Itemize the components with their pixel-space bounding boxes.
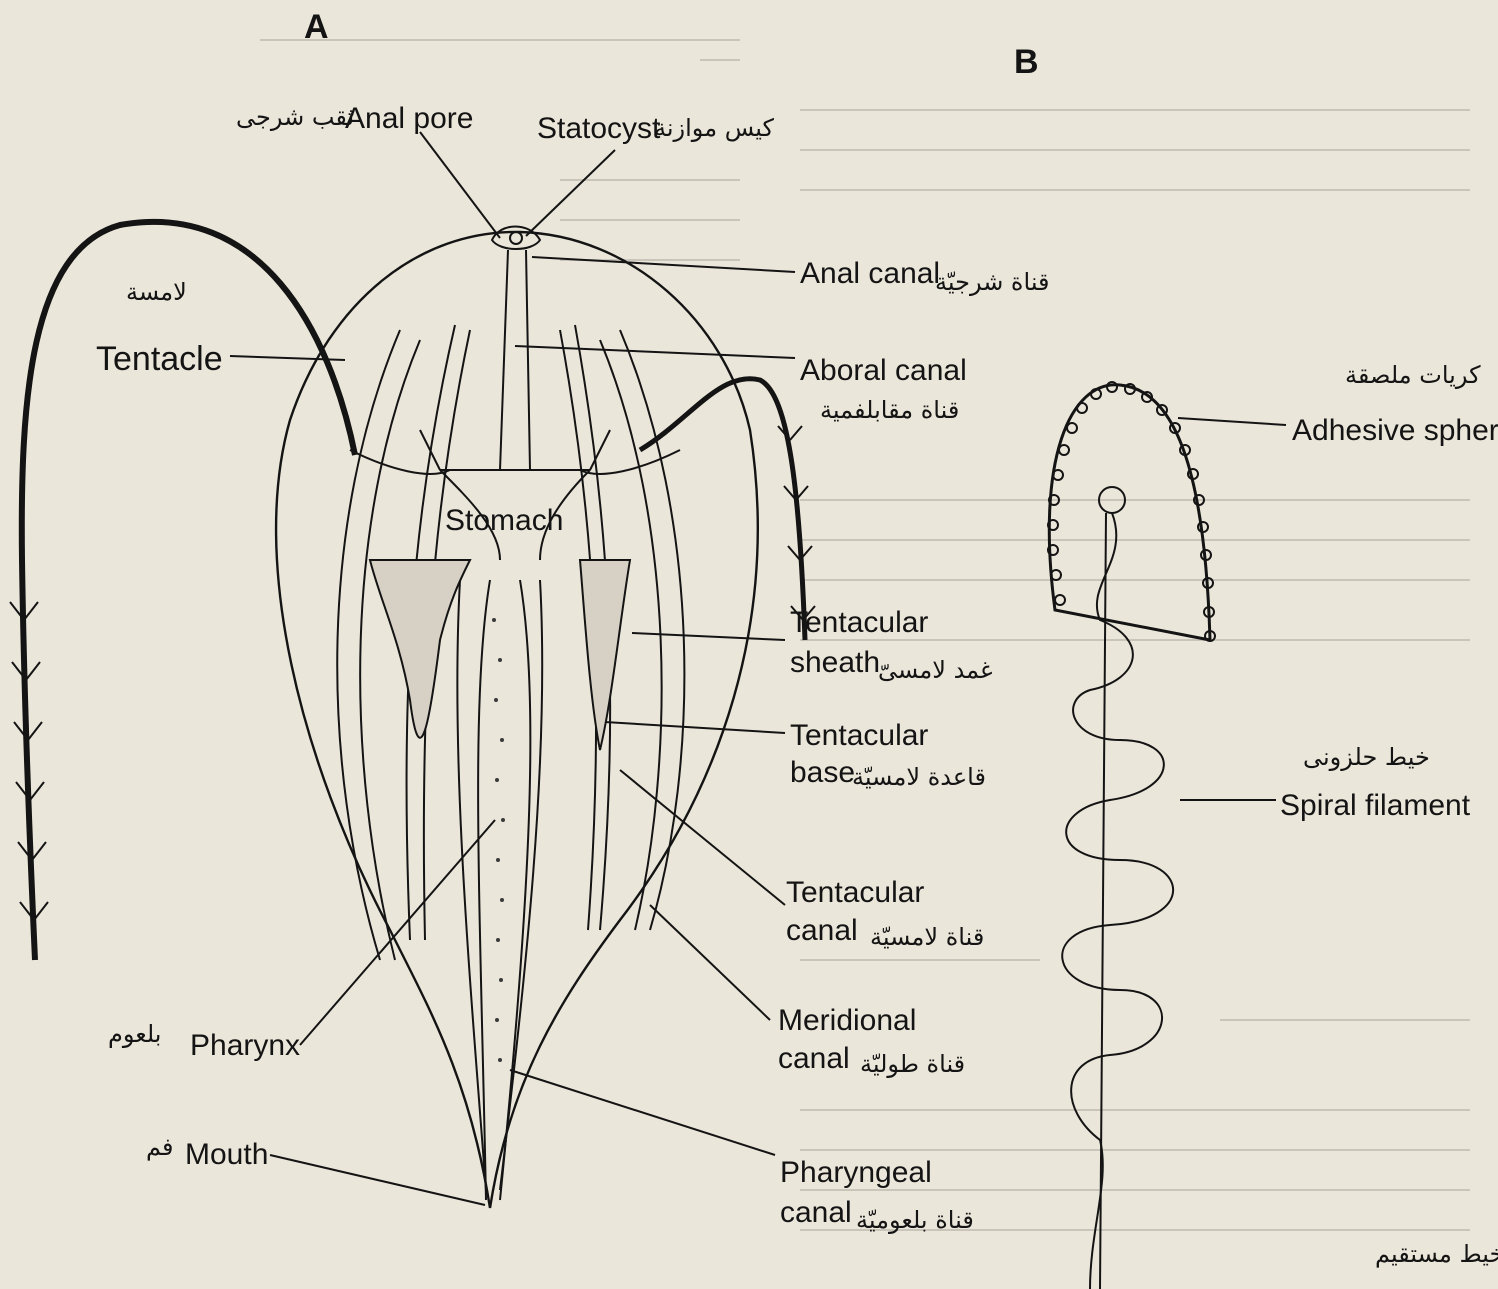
label-spiral-arabic: خيط حلزونى (1303, 743, 1430, 771)
label-tentacular-base-1: Tentacular (790, 719, 928, 752)
label-pharyngeal-canal-1: Pharyngeal (780, 1156, 932, 1189)
label-tentacular-sheath-2: sheath (790, 646, 880, 679)
label-tentacular-base-arabic: قاعدة لامسيّة (852, 763, 986, 791)
label-meridional-canal-arabic: قناة طوليّة (860, 1050, 965, 1078)
label-adhesive: Adhesive spher (1292, 414, 1498, 447)
label-mouth-arabic: فم (146, 1133, 173, 1161)
label-anal-canal-arabic: قناة شرجيّة (935, 268, 1050, 296)
label-spiral: Spiral filament (1280, 789, 1471, 822)
label-pharyngeal-canal-arabic: قناة بلعوميّة (856, 1206, 974, 1234)
label-anal-pore: Anal pore (345, 102, 473, 135)
label-tentacular-canal-arabic: قناة لامسيّة (870, 923, 984, 951)
label-pharynx-arabic: بلعوم (108, 1020, 161, 1048)
panel-label-a: A (304, 8, 329, 46)
label-tentacular-canal-1: Tentacular (786, 876, 924, 909)
label-pharyngeal-canal-2: canal (780, 1196, 852, 1229)
label-stomach: Stomach (445, 504, 563, 537)
label-aboral-canal: Aboral canal (800, 354, 967, 387)
label-anal-canal: Anal canal (800, 257, 940, 290)
label-aboral-canal-arabic: قناة مقابلفمية (820, 396, 959, 424)
label-straight-arabic: خيط مستقيم (1375, 1240, 1498, 1268)
label-tentacular-sheath-1: Tentacular (790, 606, 928, 639)
label-tentacular-canal-2: canal (786, 914, 858, 947)
label-meridional-canal-2: canal (778, 1042, 850, 1075)
label-tentacular-sheath-arabic: غمد لامسىّ (878, 656, 993, 684)
label-pharynx: Pharynx (190, 1029, 300, 1062)
label-adhesive-arabic: كريات ملصقة (1345, 361, 1481, 389)
label-anal-pore-arabic: ثقب شرجى (236, 103, 354, 131)
label-statocyst: Statocyst (537, 112, 661, 145)
label-statocyst-arabic: كيس موازنة (654, 114, 775, 142)
label-meridional-canal-1: Meridional (778, 1004, 916, 1037)
label-tentacular-base-2: base (790, 756, 855, 789)
label-mouth: Mouth (185, 1138, 268, 1171)
label-tentacle-arabic: لامسة (126, 278, 187, 306)
label-tentacle: Tentacle (96, 340, 223, 378)
panel-label-b: B (1014, 43, 1039, 81)
